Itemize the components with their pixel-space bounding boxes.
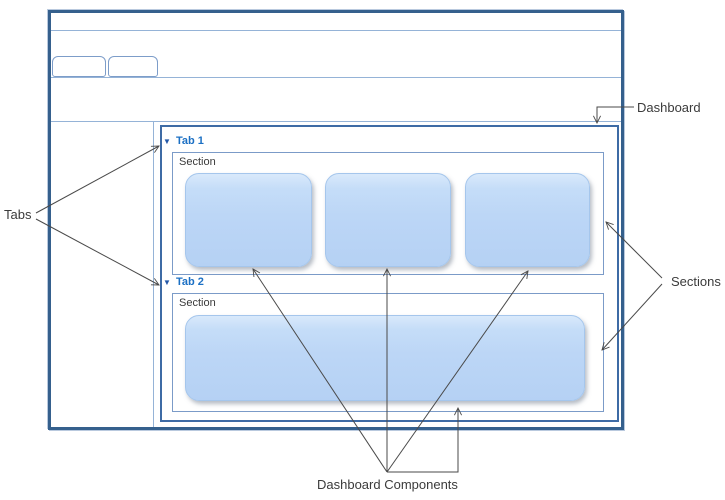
browser-tab[interactable] <box>108 56 158 77</box>
sidebar-divider <box>153 122 154 427</box>
titlebar-divider <box>51 30 621 31</box>
dashboard-component[interactable] <box>325 173 451 267</box>
dashboard-component[interactable] <box>185 173 312 267</box>
toolbar-divider <box>51 121 621 122</box>
collapse-triangle-icon[interactable]: ▼ <box>163 278 171 287</box>
browser-tab[interactable] <box>52 56 106 77</box>
tabs-callout-label: Tabs <box>4 207 32 222</box>
tabstrip-divider <box>51 77 621 78</box>
sections-callout-label: Sections <box>671 274 721 289</box>
section-1-label: Section <box>179 156 216 168</box>
dashboard-callout-label: Dashboard <box>637 100 701 115</box>
dashboard-component[interactable] <box>465 173 590 267</box>
components-callout-label: Dashboard Components <box>317 477 458 492</box>
dashboard-tab-1-label[interactable]: Tab 1 <box>176 135 204 147</box>
dashboard-component[interactable] <box>185 315 585 401</box>
collapse-triangle-icon[interactable]: ▼ <box>163 137 171 146</box>
section-2-label: Section <box>179 297 216 309</box>
dashboard-tab-2-label[interactable]: Tab 2 <box>176 276 204 288</box>
